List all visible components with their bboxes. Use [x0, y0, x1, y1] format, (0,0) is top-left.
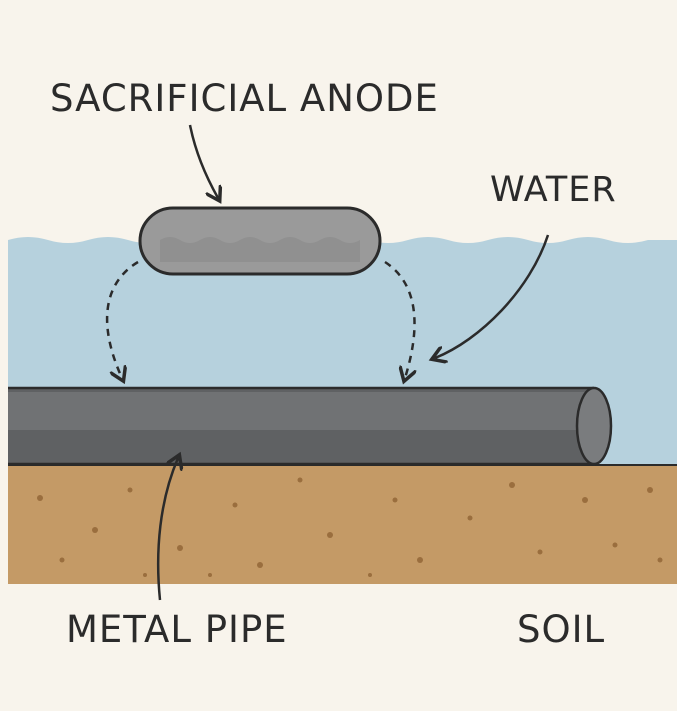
- water-pointer-arrow: [435, 234, 550, 358]
- current-arrow-right: [384, 260, 415, 378]
- sacrificial-anode: [138, 206, 382, 276]
- anode-label: SACRIFICIAL ANODE: [50, 77, 439, 120]
- water-label: WATER: [490, 170, 617, 210]
- pipe-end: [575, 386, 613, 466]
- metal-pipe: [8, 386, 613, 466]
- soil-label: SOIL: [517, 608, 606, 651]
- soil-speckles: [37, 477, 663, 577]
- current-arrow-left: [105, 260, 139, 378]
- anode-pointer-arrow: [188, 124, 218, 198]
- pipe-label: METAL PIPE: [66, 608, 288, 651]
- pipe-pointer-arrow: [156, 458, 178, 601]
- soil-region: [8, 464, 677, 584]
